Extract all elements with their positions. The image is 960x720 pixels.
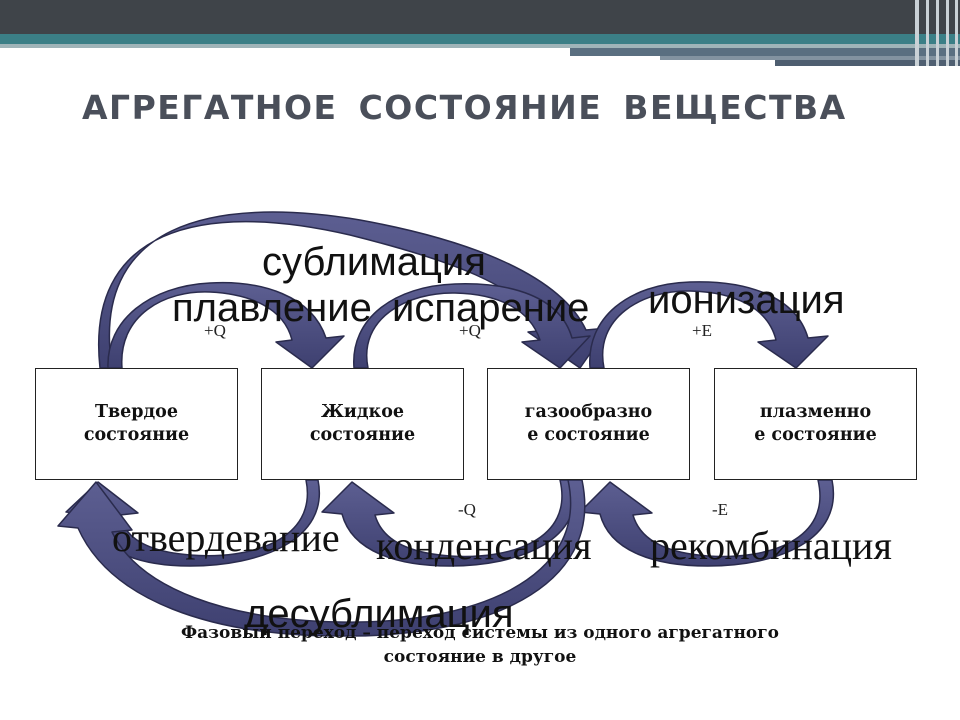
label-recombination: рекомбинация bbox=[650, 523, 892, 568]
label-melting: плавление bbox=[172, 286, 372, 330]
energy-melting: +Q bbox=[204, 321, 226, 340]
footer-line-2: состояние в другое bbox=[383, 647, 577, 667]
energy-ionization: +E bbox=[692, 321, 712, 340]
label-desublimation: десублимация bbox=[244, 592, 514, 636]
footer-line-1: Фазовый переход – переход системы из одн… bbox=[180, 623, 780, 643]
desublimation-arrow bbox=[57, 479, 586, 637]
page-title: АГРЕГАТНОЕ СОСТОЯНИЕ ВЕЩЕСТВА bbox=[82, 88, 847, 127]
evaporation-arrow bbox=[353, 283, 591, 369]
energy-condensation: -Q bbox=[458, 500, 476, 519]
condensation-arrow bbox=[321, 479, 577, 567]
label-sublimation: сублимация bbox=[262, 240, 486, 284]
energy-recombination: -E bbox=[712, 500, 729, 519]
recombination-arrow bbox=[579, 479, 835, 567]
state-box-liquid: Жидкое состояние bbox=[261, 368, 464, 480]
state-box-plasma: плазменно е состояние bbox=[714, 368, 917, 480]
melting-arrow bbox=[107, 281, 345, 369]
state-label-solid: Твердое состояние bbox=[83, 402, 190, 445]
label-evaporation: испарение bbox=[392, 286, 590, 330]
state-label-plasma: плазменно е состояние bbox=[754, 402, 877, 445]
phase-transition-definition: Фазовый переход – переход системы из одн… bbox=[80, 621, 880, 669]
label-solidification: отвердевание bbox=[112, 515, 340, 560]
state-box-gas: газообразно е состояние bbox=[487, 368, 690, 480]
state-label-liquid: Жидкое состояние bbox=[309, 402, 416, 445]
label-condensation: конденсация bbox=[376, 523, 592, 568]
state-label-gas: газообразно е состояние bbox=[524, 402, 653, 445]
state-box-solid: Твердое состояние bbox=[35, 368, 238, 480]
energy-evaporation: +Q bbox=[459, 321, 481, 340]
ionization-arrow bbox=[589, 281, 829, 369]
label-ionization: ионизация bbox=[648, 278, 845, 322]
header-bar bbox=[0, 0, 960, 66]
